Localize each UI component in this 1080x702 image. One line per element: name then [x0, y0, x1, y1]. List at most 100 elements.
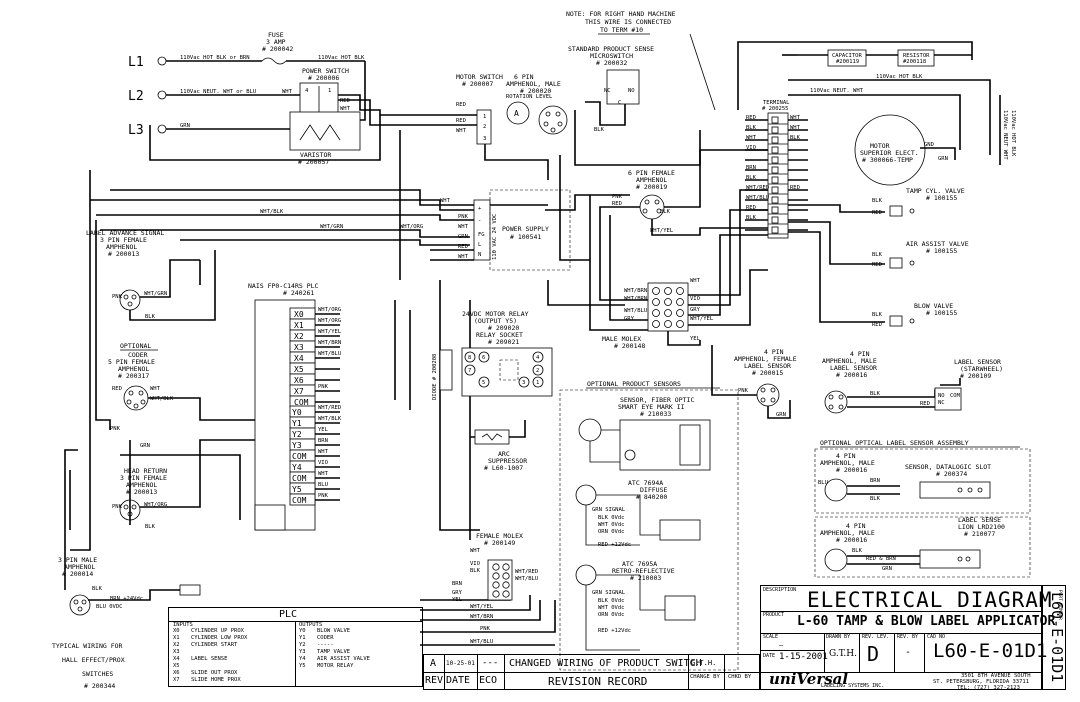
blow-valve-part: # 100155 — [926, 309, 957, 317]
plc-input-1: X1 — [294, 321, 304, 330]
svg-text:-: - — [478, 218, 481, 224]
opt-b-grn: GRN — [882, 566, 892, 572]
molex-pin — [652, 309, 660, 317]
relay-output: (OUTPUT Y5) — [474, 317, 517, 325]
svg-text:NO: NO — [938, 393, 945, 399]
part-number: L60-E-01D1 — [1048, 592, 1066, 683]
rev-head-chkd: CHKD BY — [728, 674, 752, 680]
amphenol-6-female: 6 PIN FEMALE AMPHENOL # 200019 PNK RED B… — [589, 149, 768, 331]
wire-label-hot: 110Vac HOT BLK or BRN — [180, 55, 250, 61]
plc-input-6: X6 — [294, 376, 304, 385]
plc: NAIS FP0-C14RS PLC # 240261 X0X1X2X3X4X5… — [248, 282, 342, 531]
terminal-screw — [771, 186, 779, 194]
amph4f-type: AMPHENOL, FEMALE — [734, 355, 797, 363]
svg-text:1: 1 — [483, 114, 486, 120]
molex-pin — [492, 572, 500, 580]
opt-b-l5: LION LRD2100 — [958, 523, 1005, 531]
plc-input-3: X3 — [294, 343, 304, 352]
term-wire-left: BLK — [746, 175, 757, 181]
plc-inputs-head: INPUTS — [173, 622, 193, 628]
rev-head-desc: REVISION RECORD — [548, 675, 648, 688]
amphenol-6-male: 6 PIN AMPHENOL, MALE # 200020 A ROTATION… — [506, 73, 568, 135]
l3-label: L3 — [128, 123, 144, 138]
tb-desc-label: DESCRIPTION — [763, 587, 797, 593]
motor-maker: SUPERIOR ELECT. — [860, 149, 919, 157]
svg-text:C: C — [618, 100, 621, 106]
plc-in-wire-0: WHT/ORG — [318, 307, 341, 313]
svg-text:RED & BRN: RED & BRN — [866, 556, 896, 562]
main-whtgrn-label: WHT/GRN — [320, 224, 343, 230]
svg-text:ORN 0Vdc: ORN 0Vdc — [598, 529, 625, 535]
optional-optical: OPTIONAL OPTICAL LABEL SENSOR ASSEMBLY 4… — [814, 439, 1031, 578]
molex-pin — [664, 309, 672, 317]
svg-text:BLK 0Vdc: BLK 0Vdc — [598, 598, 625, 604]
molex-pin — [652, 298, 660, 306]
rev-eco: --- — [482, 658, 499, 668]
amphenol-3-male: 3 PIN MALE AMPHENOL # 200014 BLK BLU 0VD… — [58, 556, 201, 616]
molex-pin — [676, 287, 684, 295]
capacitor-part: #200119 — [836, 59, 859, 65]
fm-gry: GRY — [452, 590, 463, 596]
head-return: HEAD RETURN 3 PIN FEMALE AMPHENOL # 2000… — [112, 439, 255, 530]
molex-pin — [652, 287, 660, 295]
air-valve-part: # 100155 — [926, 247, 957, 255]
female-molex-label: FEMALE MOLEX — [476, 532, 523, 540]
line-inputs: L1 L2 L3 110Vac HOT BLK or BRN 110Vac NE… — [128, 55, 290, 138]
plc-in-wire-1: WHT/ORG — [318, 318, 341, 324]
atc7695-label: ATC 7695A — [622, 560, 657, 568]
terminal-screw — [771, 156, 779, 164]
molex-pin — [664, 298, 672, 306]
molex-pin — [492, 563, 500, 571]
terminal-label: TERMINAL — [763, 100, 790, 106]
amph4m-type: AMPHENOL, MALE — [822, 357, 877, 365]
plc-table-cell: SLIDE HOME PROX — [191, 677, 241, 683]
term-wire-left: RED — [746, 205, 756, 211]
company-sub: LABELING SYSTEMS INC. — [821, 683, 885, 689]
male-molex-rwire-0: WHT — [690, 278, 701, 284]
la-blk: BLK — [145, 314, 156, 320]
a6f-red: RED — [612, 201, 622, 207]
male-molex: WHT/BRNWHT/BRNWHT/BLUGRYWHTVIOGRYWHT/YEL… — [602, 189, 768, 350]
note-line-1: NOTE: FOR RIGHT HAND MACHINE — [566, 10, 676, 18]
air-valve-label: AIR ASSIST VALVE — [906, 240, 969, 248]
l1-label: L1 — [128, 55, 144, 70]
typical-wiring: TYPICAL WIRING FOR HALL EFFECT/PROX SWIT… — [52, 642, 125, 690]
fm-whtbrn: WHT/BRN — [470, 614, 493, 620]
starwheel-type: (STARWHEEL) — [960, 365, 1003, 373]
plc-output-1: Y1 — [292, 419, 302, 428]
amph4m-sensor: LABEL SENSOR — [830, 364, 877, 372]
plc-table-cell: CODER — [317, 635, 334, 641]
term-wire-left: VIO — [746, 145, 756, 151]
motor-label: MOTOR — [870, 142, 890, 150]
term-wire-right: WHT — [790, 115, 801, 121]
term-wire-right: WHT — [790, 125, 801, 131]
plc-input-0: X0 — [294, 310, 304, 319]
tamp-wire-red: RED — [872, 210, 882, 216]
motor-relay: 24VDC MOTOR RELAY (OUTPUT Y5) # 209020 R… — [432, 310, 553, 400]
fuse-label-1: FUSE — [268, 31, 284, 39]
plc-table-cell: AIR ASSIST VALVE — [317, 656, 370, 662]
plc-table-cell: BLOW VALVE — [317, 628, 351, 634]
fiber-part: # 210033 — [640, 410, 671, 418]
term-wire-left: WHT/RED — [746, 185, 769, 191]
atc7695-part: # 210003 — [630, 574, 661, 582]
terminal-screw — [771, 116, 779, 124]
svg-text:5: 5 — [482, 380, 485, 386]
tb-drawn: G.T.H. — [829, 649, 857, 659]
fm-yel: YEL — [452, 597, 463, 603]
plc-table-cell: Y1 — [299, 635, 306, 641]
plc-in-wire-2: WHT/YEL — [318, 329, 342, 335]
molex-pin — [664, 287, 672, 295]
wire-label-red-ms: RED — [456, 102, 466, 108]
rev-value: A — [430, 658, 437, 669]
plc-input-8: COM — [294, 398, 309, 407]
plc-in-wire-3: WHT/BRN — [318, 340, 341, 346]
plc-input-5: X5 — [294, 365, 304, 374]
amph4f-label: 4 PIN — [764, 348, 784, 356]
plc-output-2: Y2 — [292, 430, 302, 439]
plc-table-cell: CYLINDER UP PROX — [191, 628, 244, 634]
tb-date-label: DATE — [763, 653, 776, 659]
a6f-whtyel: WHT/YEL — [650, 228, 674, 234]
plc-output-8: COM — [292, 496, 307, 505]
coder-grn: GRN — [140, 443, 150, 449]
